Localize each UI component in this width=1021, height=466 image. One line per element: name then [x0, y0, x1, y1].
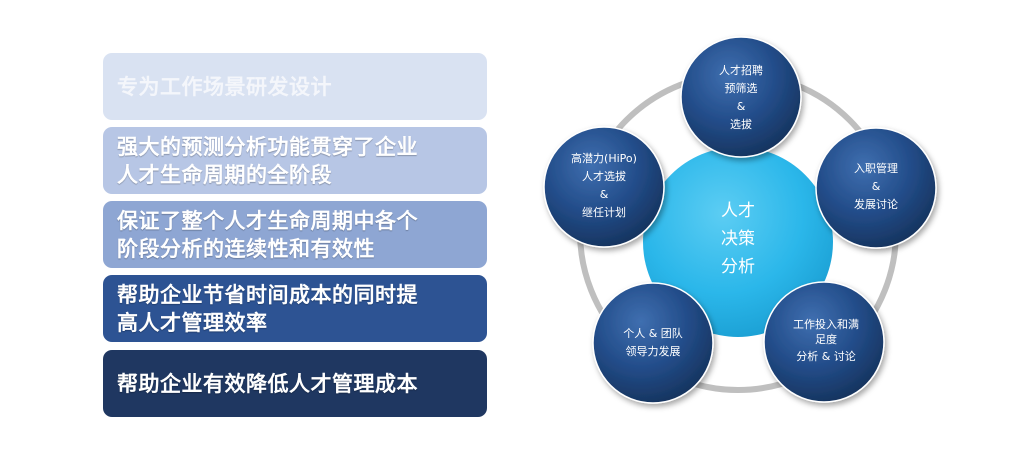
benefit-bar-1: 专为工作场景研发设计: [103, 53, 487, 120]
hub-line-3: 分析: [721, 257, 755, 277]
node-1-line-3: &: [737, 100, 746, 113]
benefit-4-line-1: 帮助企业节省时间成本的同时提: [117, 281, 418, 307]
benefit-bar-4: 帮助企业节省时间成本的同时提 高人才管理效率: [103, 275, 487, 342]
node-2-line-1: 入职管理: [854, 161, 898, 175]
node-5-line-4: 继任计划: [582, 206, 626, 219]
hub-circle: [643, 147, 833, 337]
node-4-line-1: 个人 & 团队: [623, 326, 683, 340]
node-hipo: 高潜力(HiPo) 人才选拔 & 继任计划: [543, 126, 665, 248]
hub-line-2: 决策: [721, 229, 755, 249]
hub-line-1: 人才: [721, 201, 755, 221]
benefit-bar-5: 帮助企业有效降低人才管理成本: [103, 350, 487, 417]
node-5-line-3: &: [600, 188, 609, 201]
node-2-line-3: 发展讨论: [854, 197, 898, 211]
node-5-line-1: 高潜力(HiPo): [571, 151, 637, 165]
node-1-line-4: 选拔: [730, 117, 752, 131]
benefit-3-line-1: 保证了整个人才生命周期中各个: [117, 207, 418, 233]
benefit-1-line-1: 专为工作场景研发设计: [117, 73, 332, 99]
benefit-3-line-2: 阶段分析的连续性和有效性: [117, 235, 375, 261]
node-1-line-2: 预筛选: [725, 81, 758, 95]
node-1-line-1: 人才招聘: [719, 63, 763, 77]
benefit-bar-2: 强大的预测分析功能贯穿了企业 人才生命周期的全阶段: [103, 127, 487, 194]
node-engagement: 工作投入和满 足度 分析 & 讨论: [763, 281, 885, 403]
node-leadership: 个人 & 团队 领导力发展: [592, 282, 714, 404]
node-3-line-3: 分析 & 讨论: [796, 349, 856, 363]
node-onboarding: 入职管理 & 发展讨论: [815, 127, 937, 249]
benefit-5-line-1: 帮助企业有效降低人才管理成本: [117, 370, 418, 396]
benefit-bar-3: 保证了整个人才生命周期中各个 阶段分析的连续性和有效性: [103, 201, 487, 268]
node-5-line-2: 人才选拔: [582, 169, 626, 183]
benefit-2-line-2: 人才生命周期的全阶段: [117, 161, 332, 187]
node-3-line-1: 工作投入和满: [793, 317, 859, 331]
node-4-line-2: 领导力发展: [626, 344, 681, 358]
node-3-line-2: 足度: [815, 332, 837, 346]
node-2-line-2: &: [872, 180, 881, 193]
benefit-2-line-1: 强大的预测分析功能贯穿了企业: [117, 133, 418, 159]
benefit-4-line-2: 高人才管理效率: [117, 309, 268, 335]
node-recruitment: 人才招聘 预筛选 & 选拔: [680, 36, 802, 158]
